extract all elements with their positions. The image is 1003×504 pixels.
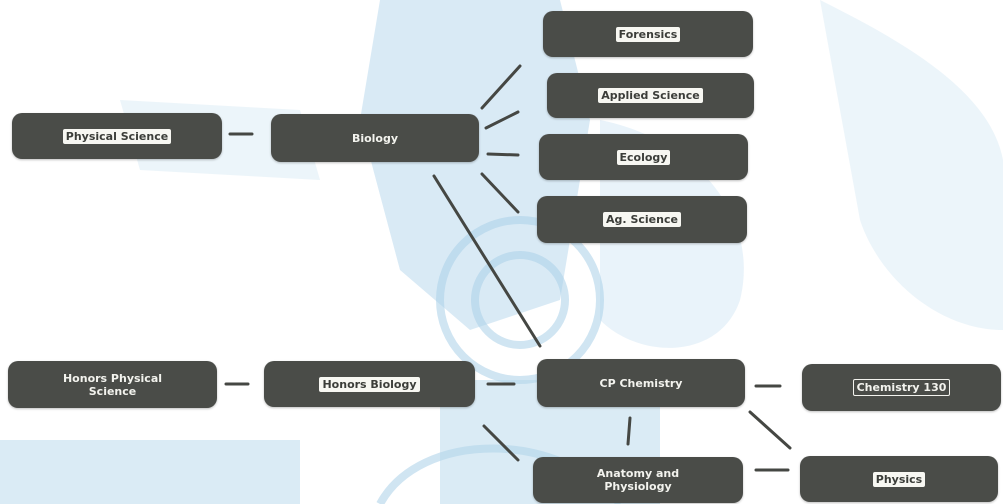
node-chemistry-130: Chemistry 130 — [802, 364, 1001, 411]
node-forensics: Forensics — [543, 11, 753, 57]
node-anatomy-physiology: Anatomy and Physiology — [533, 457, 743, 503]
connector-biology-cp — [432, 174, 542, 348]
node-label: Chemistry 130 — [852, 379, 951, 396]
connector-biology-forensics — [480, 64, 522, 110]
node-honors-physical-science: Honors Physical Science — [8, 361, 217, 408]
node-label: Physics — [872, 471, 926, 487]
connector-cp-anatomy — [626, 416, 632, 446]
node-label: Anatomy and Physiology — [596, 467, 680, 493]
node-label: Honors Biology — [319, 376, 420, 392]
node-label: CP Chemistry — [599, 376, 683, 390]
connector-biology-ecology — [486, 152, 520, 157]
node-label: Physical Science — [62, 128, 172, 144]
node-label: Honors Physical Science — [62, 371, 163, 398]
connector-biology-applied — [484, 110, 520, 130]
node-label: Ag. Science — [603, 212, 681, 227]
node-biology: Biology — [271, 114, 479, 162]
node-physical-science: Physical Science — [12, 113, 222, 159]
node-physics: Physics — [800, 456, 998, 502]
connector-biology-ag — [480, 172, 520, 214]
connector-cp-physics — [748, 410, 792, 450]
node-label: Forensics — [615, 26, 681, 42]
node-applied-science: Applied Science — [547, 73, 754, 118]
node-label: Biology — [351, 131, 399, 145]
node-label: Applied Science — [598, 88, 703, 103]
node-honors-biology: Honors Biology — [264, 361, 475, 407]
node-ecology: Ecology — [539, 134, 748, 180]
connector-hbio-anatomy — [482, 424, 520, 462]
node-label: Ecology — [616, 149, 671, 165]
node-ag-science: Ag. Science — [537, 196, 747, 243]
node-cp-chemistry: CP Chemistry — [537, 359, 745, 407]
